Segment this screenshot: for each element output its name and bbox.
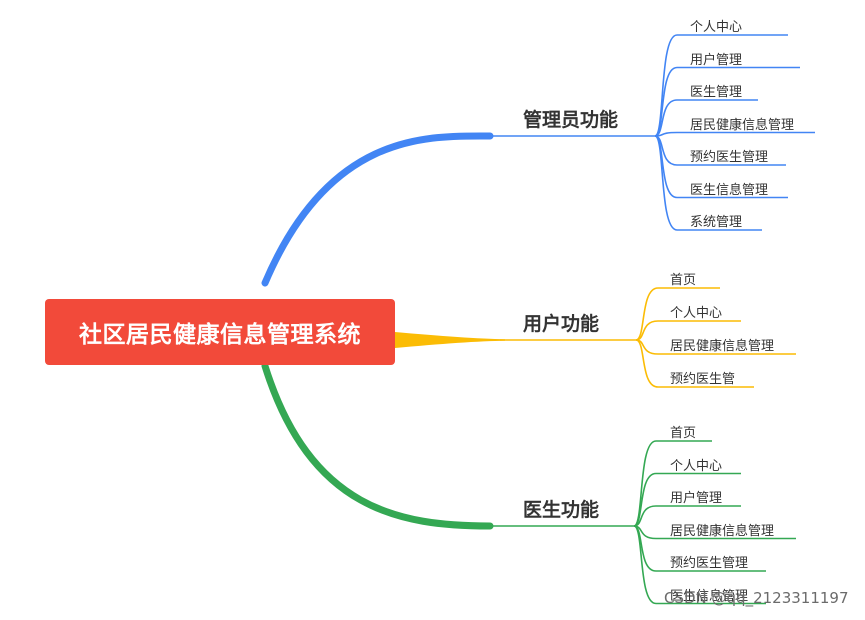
- branch-label-admin[interactable]: 管理员功能: [523, 109, 619, 131]
- leaf-link-admin: [654, 135, 762, 231]
- leaf-label-admin[interactable]: 医生管理: [690, 85, 743, 100]
- leaf-label-doctor[interactable]: 医生信息管理: [670, 588, 749, 604]
- leaf-label-admin[interactable]: 医生信息管理: [690, 182, 769, 198]
- leaf-link-admin: [654, 66, 800, 137]
- leaf-label-doctor[interactable]: 个人中心: [670, 458, 723, 474]
- branch-label-user[interactable]: 用户功能: [523, 313, 600, 335]
- leaf-link-doctor: [633, 525, 766, 605]
- leaf-label-admin[interactable]: 居民健康信息管理: [690, 117, 795, 133]
- leaf-link-user: [635, 320, 741, 341]
- leaf-link-doctor: [633, 505, 741, 527]
- root-node-label: 社区居民健康信息管理系统: [79, 322, 361, 348]
- leaf-label-doctor[interactable]: 预约医生管理: [670, 556, 749, 571]
- leaf-link-user: [635, 287, 720, 341]
- leaf-link-admin: [654, 131, 815, 137]
- leaf-label-user[interactable]: 居民健康信息管理: [670, 339, 775, 354]
- leaf-label-admin[interactable]: 用户管理: [690, 52, 743, 68]
- leaf-link-doctor: [633, 472, 741, 527]
- leaf-label-admin[interactable]: 系统管理: [690, 215, 743, 230]
- leaf-label-admin[interactable]: 预约医生管理: [690, 150, 769, 165]
- leaf-label-doctor[interactable]: 用户管理: [670, 491, 723, 506]
- root-node[interactable]: 社区居民健康信息管理系统: [45, 299, 395, 365]
- branch-label-doctor[interactable]: 医生功能: [523, 499, 600, 521]
- leaf-label-user[interactable]: 首页: [670, 273, 697, 288]
- leaf-label-user[interactable]: 个人中心: [670, 306, 723, 321]
- leaf-link-user: [635, 339, 754, 388]
- leaf-label-doctor[interactable]: 首页: [670, 426, 697, 441]
- leaf-label-admin[interactable]: 个人中心: [690, 20, 743, 35]
- root-link-doctor: [261, 362, 494, 530]
- leaf-label-doctor[interactable]: 居民健康信息管理: [670, 523, 775, 539]
- leaf-label-user[interactable]: 预约医生管: [670, 372, 736, 387]
- watermark: CSDN @qq_2123311197: [664, 589, 849, 607]
- root-link-user: [395, 332, 505, 348]
- root-link-admin: [261, 132, 494, 287]
- leaf-link-admin: [654, 99, 758, 137]
